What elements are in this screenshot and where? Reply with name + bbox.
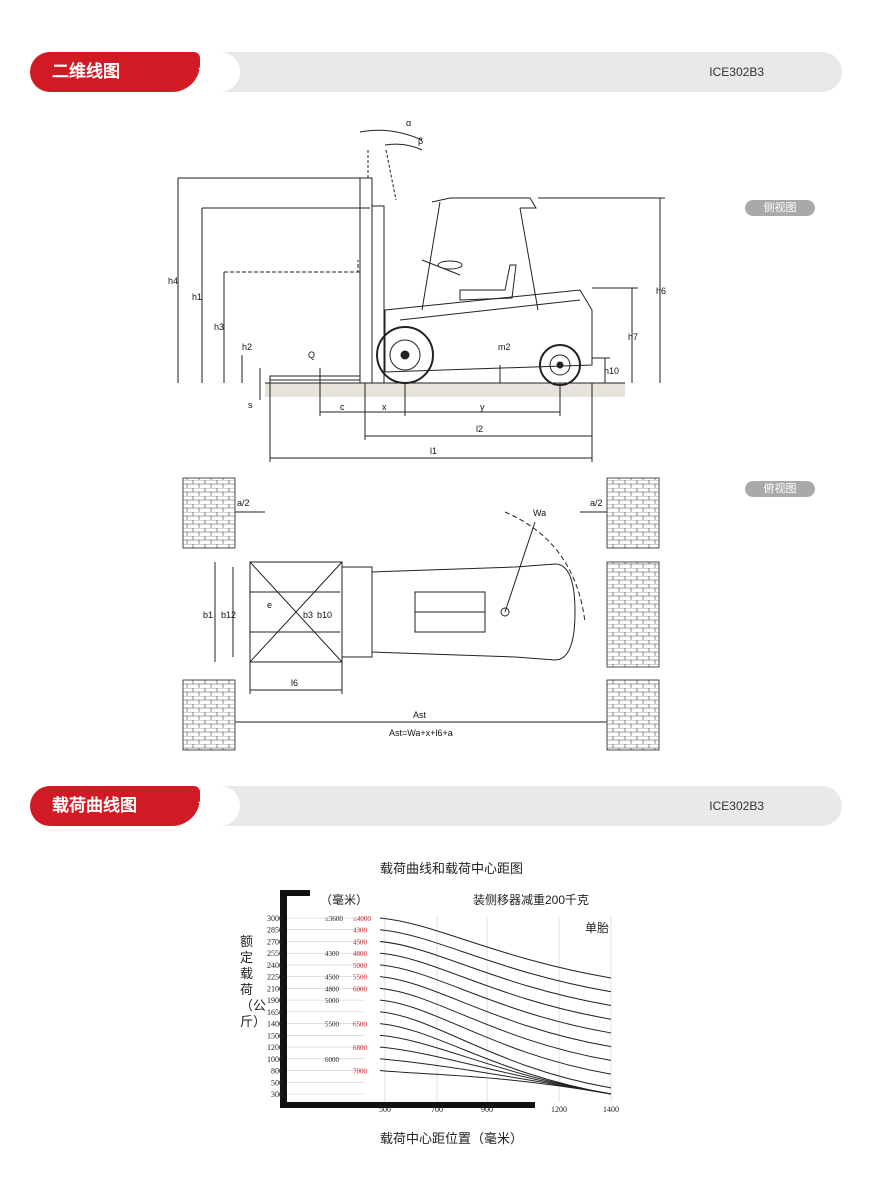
section-title: 二维线图 — [30, 52, 200, 92]
dim-b12: b12 — [221, 610, 236, 620]
unit-label: （毫米） — [320, 892, 368, 907]
lift-height-label-red: 6500 — [353, 1021, 368, 1029]
dim-b3: b3 — [303, 610, 313, 620]
side-view-drawing: α β h4 h1 h3 h2 Q s c x y m2 h6 h7 h10 l… — [168, 118, 666, 462]
dim-m2: m2 — [498, 342, 511, 352]
lift-height-label-red: 5000 — [353, 962, 368, 970]
note-tire: 单胎 — [585, 921, 609, 935]
x-tick-label: 700 — [431, 1105, 443, 1114]
section-bar-background — [140, 52, 842, 92]
side-view-tag: 侧视图 — [745, 200, 815, 216]
load-curve — [379, 940, 612, 1006]
lift-height-label-red: 7000 — [353, 1068, 368, 1076]
dim-e: e — [267, 600, 272, 610]
load-curve — [379, 1011, 612, 1089]
dim-h4: h4 — [168, 276, 178, 286]
lift-height-label-red: ≤4000 — [353, 915, 371, 923]
dim-h1: h1 — [192, 292, 202, 302]
y-tick-label: 800 — [271, 1067, 283, 1076]
dim-x: x — [382, 402, 387, 412]
model-number: ICE302B3 — [709, 799, 764, 813]
dim-b1: b1 — [203, 610, 213, 620]
x-tick-label: 1200 — [551, 1105, 567, 1114]
lift-height-label-red: 5500 — [353, 974, 368, 982]
load-curve — [379, 917, 612, 979]
y-tick-label: 3000 — [267, 914, 283, 923]
dim-wa: Wa — [533, 508, 546, 518]
lift-height-label: 4800 — [325, 985, 340, 993]
load-chart-title: 载荷曲线和载荷中心距图 — [380, 862, 524, 877]
dim-l6: l6 — [291, 678, 298, 688]
lift-height-label-red: 6800 — [353, 1044, 368, 1052]
y-tick-label: 1400 — [267, 1020, 283, 1029]
dim-l2: l2 — [476, 424, 483, 434]
lift-height-label-red: 4800 — [353, 950, 368, 958]
lift-height-label: ≤3600 — [325, 915, 343, 923]
chevron-down-icon — [198, 68, 210, 75]
dim-h7: h7 — [628, 332, 638, 342]
note-sideshift: 装侧移器减重200千克 — [473, 893, 589, 907]
load-curve — [379, 1058, 612, 1095]
y-tick-label: 2700 — [267, 937, 283, 946]
y-tick-label: 1200 — [267, 1043, 283, 1052]
section-title: 载荷曲线图 — [30, 786, 200, 826]
dim-s: s — [248, 400, 253, 410]
lift-height-label: 5500 — [325, 1021, 340, 1029]
lift-height-label-red: 6000 — [353, 985, 368, 993]
dim-l1: l1 — [430, 446, 437, 456]
load-curve — [379, 929, 612, 993]
lift-height-label: 4300 — [325, 950, 340, 958]
dim-h2: h2 — [242, 342, 252, 352]
chevron-down-icon — [198, 802, 210, 809]
y-tick-label: 2550 — [267, 949, 283, 958]
x-axis-label: 载荷中心距位置（毫米） — [380, 1132, 524, 1147]
model-number: ICE302B3 — [709, 65, 764, 79]
x-tick-label: 1400 — [603, 1105, 619, 1114]
load-chart: 3000 2850 2700 2550 2400 2250 2100 1900 1650 1400… — [267, 890, 619, 1114]
y-tick-label: 500 — [271, 1078, 283, 1087]
section-header-load-chart: 载荷曲线图 ICE302B3 — [30, 786, 842, 826]
y-tick-label: 2250 — [267, 973, 283, 982]
lift-height-label-red: 4300 — [353, 927, 368, 935]
y-tick-label: 2850 — [267, 926, 283, 935]
dim-a2-left: a/2 — [237, 498, 250, 508]
y-tick-label: 1650 — [267, 1008, 283, 1017]
dim-h6: h6 — [656, 286, 666, 296]
y-tick-label: 300 — [271, 1090, 283, 1099]
load-curve — [379, 1070, 612, 1095]
top-view-drawing: a/2 a/2 Wa b1 b12 e b3 b10 l6 Ast Ast=Wa… — [182, 477, 660, 751]
y-axis-label: 额定载荷（公斤） — [240, 935, 267, 1030]
load-curve — [379, 987, 612, 1061]
dim-ast-formula: Ast=Wa+x+l6+a — [389, 728, 453, 738]
dim-ast: Ast — [413, 710, 427, 720]
load-curve — [379, 1046, 612, 1095]
lift-height-label: 5000 — [325, 997, 340, 1005]
dim-a2-right: a/2 — [590, 498, 603, 508]
load-curve — [379, 976, 612, 1048]
load-curve — [379, 952, 612, 1020]
dim-y: y — [480, 402, 485, 412]
dim-beta: β — [418, 136, 423, 146]
lift-height-label: 4500 — [325, 974, 340, 982]
dim-b10: b10 — [317, 610, 332, 620]
section-bar-background — [140, 786, 842, 826]
y-tick-label: 1900 — [267, 996, 283, 1005]
dim-c: c — [340, 402, 345, 412]
y-tick-label: 2400 — [267, 961, 283, 970]
dim-h3: h3 — [214, 322, 224, 332]
top-view-tag: 俯视图 — [745, 481, 815, 497]
y-tick-label: 2100 — [267, 984, 283, 993]
lift-height-label-red: 4500 — [353, 938, 368, 946]
x-tick-label: 500 — [379, 1105, 391, 1114]
x-tick-label: 900 — [481, 1105, 493, 1114]
section-header-line-drawing: 二维线图 ICE302B3 — [30, 52, 842, 92]
dim-alpha: α — [406, 118, 411, 128]
dim-h10: h10 — [604, 366, 619, 376]
y-tick-label: 1000 — [267, 1055, 283, 1064]
dim-q: Q — [308, 350, 315, 360]
load-curve — [379, 999, 612, 1075]
load-curve — [379, 964, 612, 1034]
lift-height-label: 6000 — [325, 1056, 340, 1064]
y-tick-label: 1500 — [267, 1031, 283, 1040]
